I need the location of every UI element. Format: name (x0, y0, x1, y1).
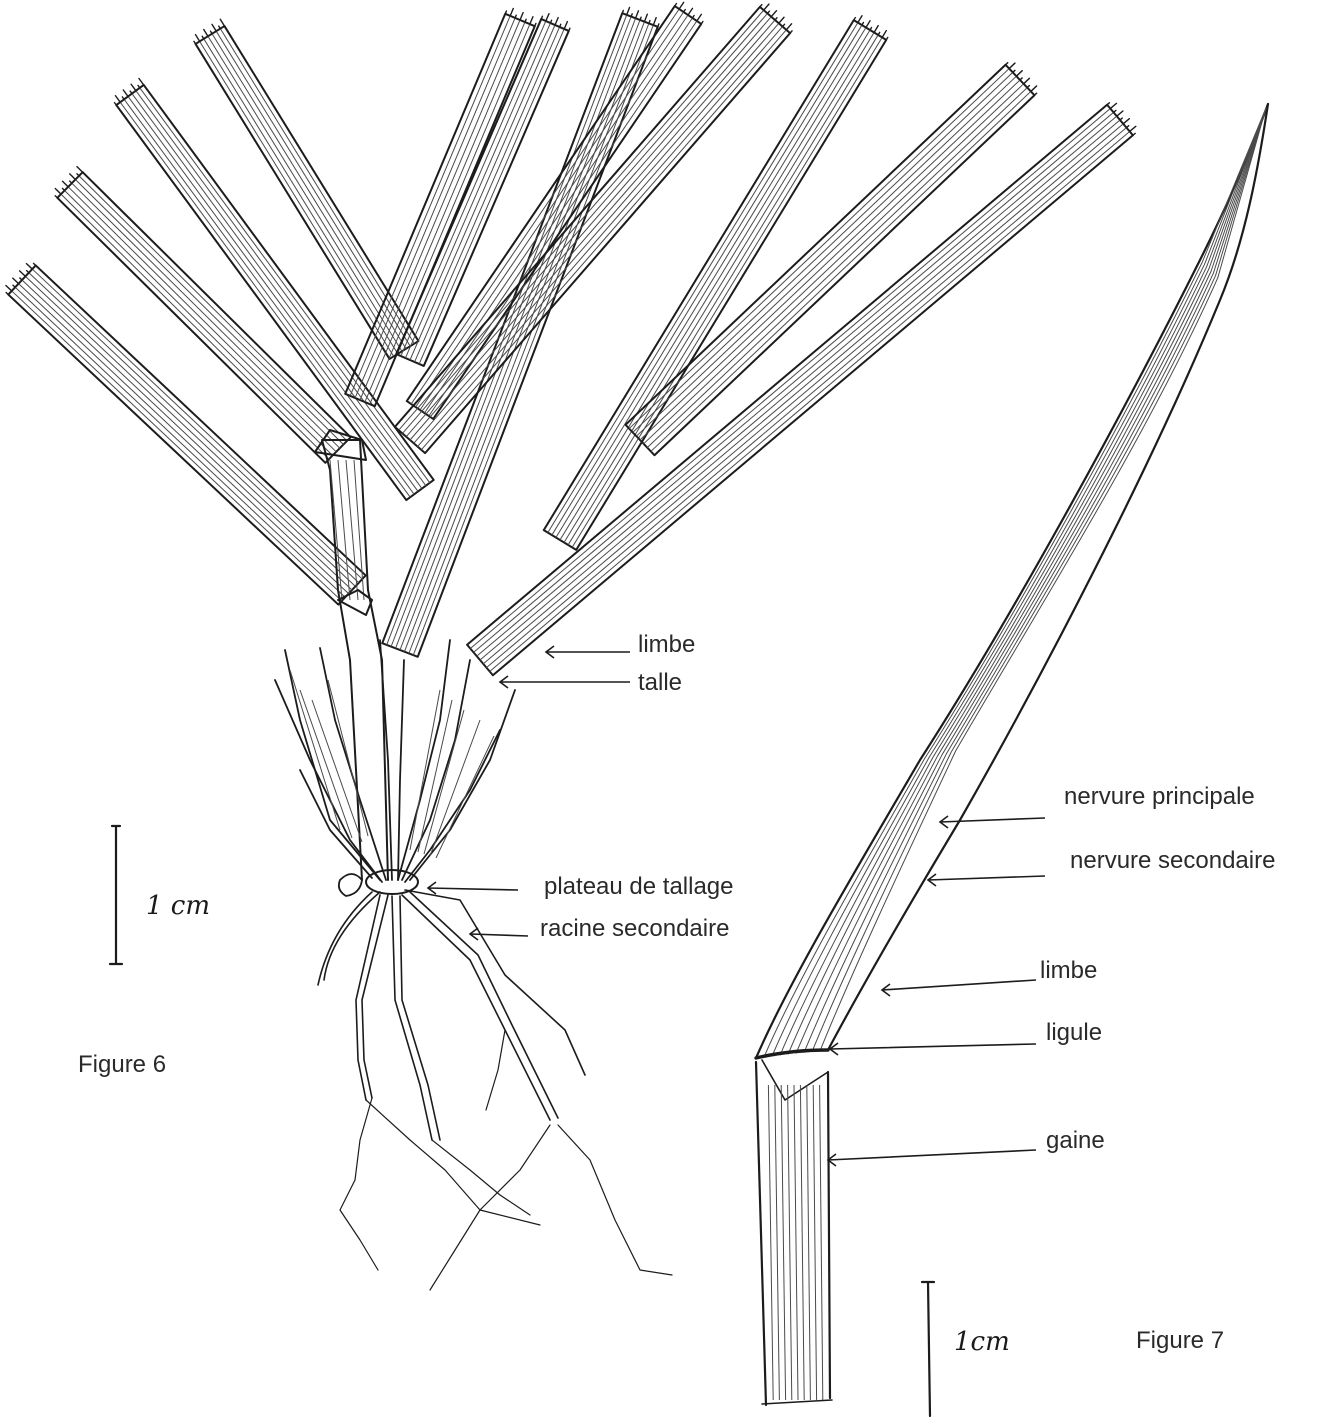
fig6-label-plateau-de-tallage: plateau de tallage (544, 873, 734, 900)
fig6-label-talle: talle (638, 669, 682, 696)
figure-6-leaf-blade-12 (467, 103, 1136, 676)
figure-7-sheath (756, 1062, 832, 1405)
fig6-label-limbe: limbe (638, 631, 695, 658)
figure-6-scale-bar (110, 826, 122, 964)
fig6-label-racine-secondaire: racine secondaire (540, 915, 729, 942)
figure-7-scale-bar (922, 1282, 934, 1416)
figure-6-roots (318, 890, 672, 1290)
figure-7-caption: Figure 7 (1136, 1327, 1224, 1354)
fig7-label-nervure-principale: nervure principale (1064, 783, 1255, 810)
figure-6-tiller-crown (275, 640, 515, 882)
fig7-label-ligule: ligule (1046, 1019, 1102, 1046)
figure-6-caption: Figure 6 (78, 1051, 166, 1078)
fig6-scale-label: 1 cm (146, 891, 210, 921)
fig7-label-nervure-secondaire: nervure secondaire (1070, 847, 1275, 874)
figure-6-tillering-node (339, 870, 418, 896)
figure-7-ligule (756, 1050, 828, 1100)
figure-6-plant-drawing (6, 2, 1136, 1290)
fig7-label-gaine: gaine (1046, 1127, 1105, 1154)
fig7-label-limbe: limbe (1040, 957, 1097, 984)
fig7-scale-label: 1cm (954, 1327, 1010, 1357)
figure-6-leaf-blade-5 (345, 8, 536, 406)
figure-6-leaf-blades (6, 2, 1136, 675)
figure-7-leaf-blade (756, 104, 1268, 1058)
figure-7-leaf-drawing (756, 104, 1268, 1416)
